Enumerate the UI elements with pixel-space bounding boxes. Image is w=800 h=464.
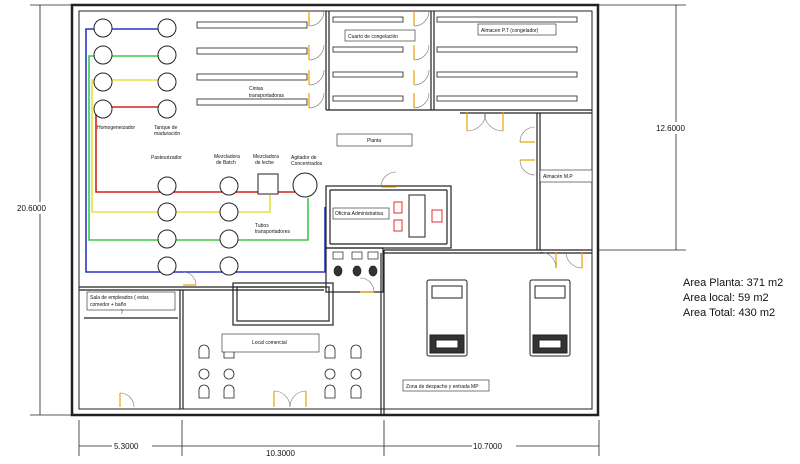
label-agitador-2: Concentrados [291, 161, 323, 167]
office-furniture [393, 194, 443, 238]
dim-width-1: 5.3000 [114, 442, 139, 451]
area-local: Area local: 59 m2 [683, 292, 769, 304]
label-sala-3: ) [121, 309, 123, 315]
label-sala-1: Sala de empleados ( estar, [90, 295, 149, 301]
truck-left [426, 279, 468, 357]
interior-walls [79, 11, 592, 415]
label-pasteurizador: Pasteurizador [151, 155, 182, 161]
local-label-box [221, 333, 320, 353]
delivery-trucks [426, 279, 571, 357]
label-zona-despacho: Zona de despacho y entrada MP [406, 384, 479, 390]
label-sala-2: comedor + baño [90, 302, 126, 308]
label-tubos-1: Tubos [255, 223, 269, 229]
label-oficina: Oficina Administrativa [335, 211, 383, 217]
doors [119, 10, 583, 408]
yellow-pipe [91, 79, 271, 213]
label-tanque-1: Tanque de [154, 125, 178, 131]
dim-w1-bg [112, 441, 152, 451]
almacen-mp-label-box [539, 169, 593, 183]
blue-pipe [85, 28, 326, 273]
shop-seating [198, 344, 362, 399]
label-homogeneizador: Homogeneizador [97, 125, 135, 131]
dim-right-bg [655, 122, 699, 134]
green-pipe [88, 55, 309, 241]
label-local-comercial: Local comercial [252, 340, 287, 346]
dim-width-2: 10.3000 [266, 449, 295, 458]
label-mezcladora-leche-2: de leche [255, 160, 274, 166]
area-total: Area Total: 430 m2 [683, 307, 775, 319]
label-cuarto-congelacion: Cuarto de congelación [348, 34, 398, 40]
red-pipe [95, 106, 295, 193]
almacen-pt-label-box [477, 23, 557, 36]
label-almacen-pt: Almacen P.T (congelador) [481, 28, 539, 34]
tank-grid [93, 18, 318, 276]
label-mezcladora-batch-2: de Batch [216, 160, 236, 166]
dim-w3-bg [472, 441, 516, 451]
truck-right [529, 279, 571, 357]
bathroom-fixtures [332, 251, 379, 277]
label-cintas: Cintas [249, 86, 264, 92]
dim-height-left: 20.6000 [17, 204, 46, 213]
dim-w2-bg [265, 448, 309, 458]
sala-label-box [86, 291, 176, 311]
label-planta: Planta [367, 138, 381, 144]
area-planta: Area Planta: 371 m2 [683, 277, 783, 289]
cuarto-label-box [344, 29, 416, 42]
dim-left-bg [16, 202, 60, 214]
label-agitador-1: Agitador de [291, 155, 317, 161]
label-tanque-2: maduración [154, 131, 180, 137]
conveyors [196, 16, 578, 106]
planta-label-box [336, 133, 413, 147]
oficina-label-box [332, 207, 390, 220]
label-mezcladora-leche-1: Mezcladora [253, 154, 279, 160]
outer-walls [70, 3, 600, 417]
label-mezcladora-batch-1: Mezcladora [214, 154, 240, 160]
dim-width-3: 10.7000 [473, 442, 502, 451]
zona-label-box [402, 379, 490, 392]
label-almacen-mp: Almacén M.P [543, 174, 573, 180]
dim-height-right: 12.6000 [656, 124, 685, 133]
process-pipes [85, 28, 326, 273]
label-transportadoras: transportadoras [249, 93, 285, 99]
label-tubos-2: transportadores [255, 229, 291, 235]
